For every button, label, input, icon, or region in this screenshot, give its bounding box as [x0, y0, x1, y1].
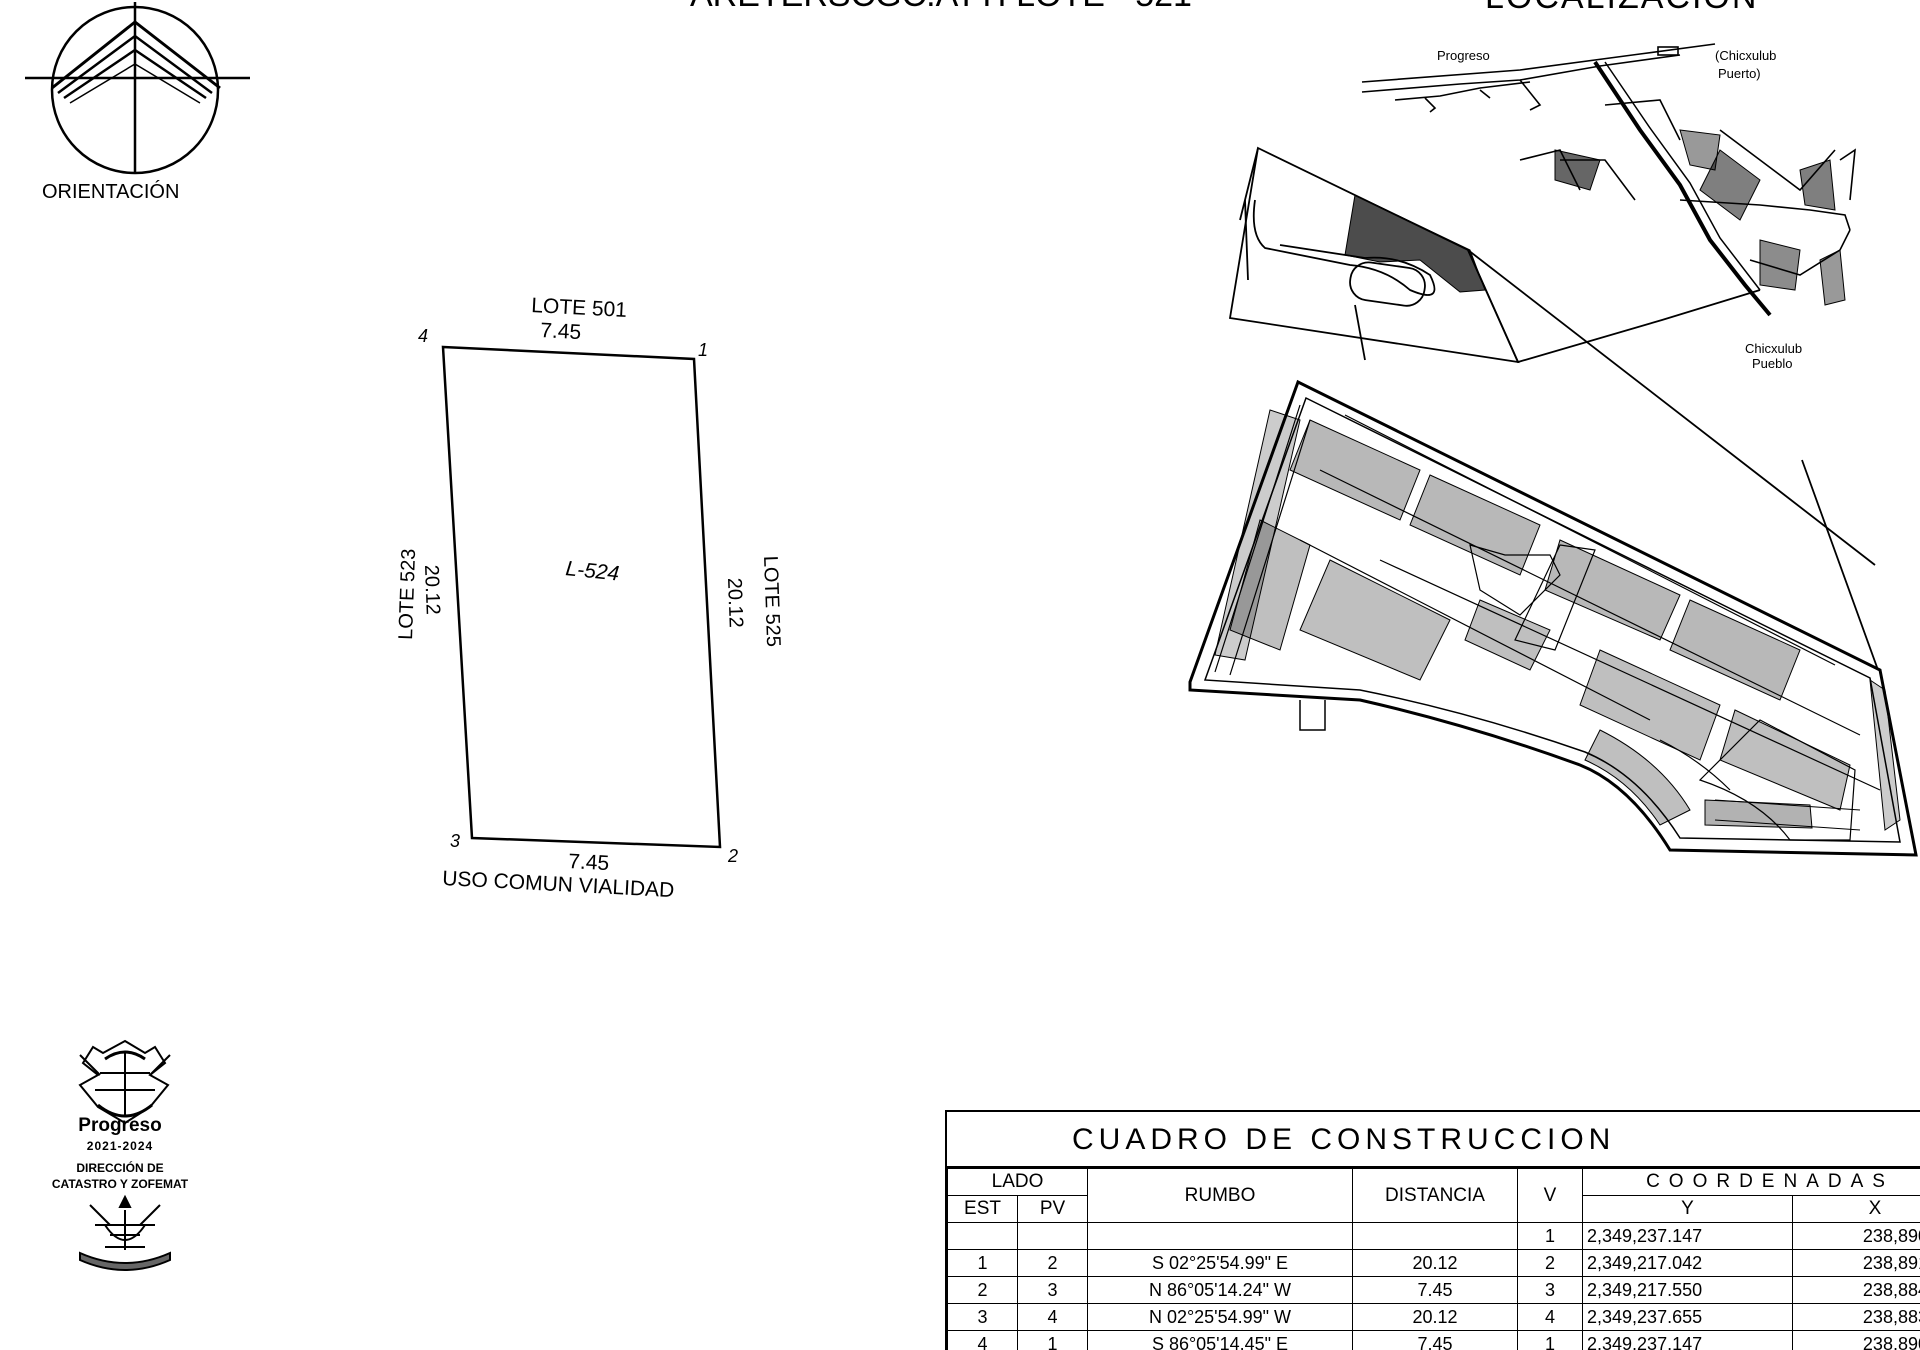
table-row: 2 3 N 86°05'14.24" W 7.45 3 2,349,217.55…	[947, 1276, 1920, 1304]
cell-y: 2,349,217.042	[1582, 1249, 1793, 1277]
cell-distancia: 7.45	[1352, 1276, 1518, 1304]
cell-x: 238,891.70	[1791, 1249, 1920, 1277]
cell-pv	[1017, 1222, 1088, 1250]
subdivision-plan	[1188, 379, 1918, 857]
lot-label: L-524	[564, 557, 620, 585]
seal-years: 2021-2024	[86, 1139, 154, 1153]
table-row: 1 2 S 02°25'54.99" E 20.12 2 2,349,217.0…	[947, 1249, 1920, 1277]
drawing-title: ARETERSCGC.ATTI LOTE - 521	[690, 0, 1192, 14]
cell-x: 238,890.85	[1791, 1330, 1920, 1350]
header-distancia: DISTANCIA	[1352, 1168, 1518, 1223]
header-y: Y	[1582, 1195, 1793, 1223]
parcel-hatch-area	[1344, 194, 1486, 293]
subdivision-lot-blocks	[1214, 409, 1901, 831]
north-arrow-icon	[25, 2, 250, 175]
vertex-1-label: 1	[698, 340, 708, 360]
cell-distancia: 7.45	[1352, 1330, 1518, 1350]
cell-y: 2,349,217.550	[1582, 1276, 1793, 1304]
orientation-label: ORIENTACIÓN	[42, 180, 179, 203]
table-row: 1 2,349,237.147 238,890.85	[947, 1222, 1920, 1250]
map-label-chicxulub-pueblo-2: Pueblo	[1752, 356, 1792, 371]
header-lado: LADO	[947, 1168, 1088, 1196]
construction-table-grid: LADO RUMBO DISTANCIA V COORDENADAS EST P…	[947, 1168, 1920, 1350]
cell-rumbo: N 86°05'14.24" W	[1087, 1276, 1353, 1304]
cell-rumbo	[1087, 1222, 1353, 1250]
header-x: X	[1791, 1195, 1920, 1223]
bottom-neighbor-label: USO COMUN VIALIDAD	[442, 867, 675, 902]
vertex-4-label: 4	[418, 326, 428, 346]
cell-v: 2	[1517, 1249, 1583, 1277]
header-est: EST	[947, 1195, 1018, 1223]
top-neighbor-label: LOTE 501	[531, 294, 628, 322]
header-v: V	[1517, 1168, 1583, 1223]
construction-table-title: CUADRO DE CONSTRUCCION	[947, 1112, 1920, 1168]
cell-v: 3	[1517, 1276, 1583, 1304]
cell-y: 2,349,237.147	[1582, 1330, 1793, 1350]
map-connector-lines	[1467, 249, 1879, 671]
map-label-progreso: Progreso	[1437, 48, 1490, 63]
cell-distancia: 20.12	[1352, 1303, 1518, 1331]
cell-v: 1	[1517, 1222, 1583, 1250]
regional-urban-blocks	[1554, 129, 1846, 306]
cell-x: 238,884.27	[1791, 1276, 1920, 1304]
cell-pv: 4	[1017, 1303, 1088, 1331]
cell-rumbo: N 02°25'54.99" W	[1087, 1303, 1353, 1331]
map-label-chicxulub-pueblo-1: Chicxulub	[1745, 341, 1802, 356]
location-title: LOCALIZACION	[1485, 0, 1758, 16]
municipal-shield-icon	[78, 1039, 171, 1271]
cell-y: 2,349,237.147	[1582, 1222, 1793, 1250]
cell-x: 238,890.85	[1791, 1222, 1920, 1250]
left-dimension: 20.12	[420, 564, 444, 615]
seal-dept-line2: CATASTRO Y ZOFEMAT	[51, 1177, 189, 1191]
cell-est: 2	[947, 1276, 1018, 1304]
cell-est	[947, 1222, 1018, 1250]
map-label-chicxulub-puerto-1: (Chicxulub	[1715, 48, 1776, 63]
cell-v: 4	[1517, 1303, 1583, 1331]
cell-rumbo: S 02°25'54.99" E	[1087, 1249, 1353, 1277]
table-row: 3 4 N 02°25'54.99" W 20.12 4 2,349,237.6…	[947, 1303, 1920, 1331]
header-coordenadas: COORDENADAS	[1581, 1168, 1920, 1196]
cell-y: 2,349,237.655	[1582, 1303, 1793, 1331]
construction-table: CUADRO DE CONSTRUCCION LADO RUMBO DISTAN…	[945, 1110, 1920, 1350]
cell-pv: 2	[1017, 1249, 1088, 1277]
cell-pv: 1	[1017, 1330, 1088, 1350]
header-pv: PV	[1017, 1195, 1088, 1223]
seal-dept-line1: DIRECCIÓN DE	[76, 1161, 164, 1175]
cell-distancia	[1352, 1222, 1518, 1250]
municipal-seal: Progreso 2021-2024 DIRECCIÓN DE CATASTRO…	[0, 1035, 240, 1305]
lot-outline	[441, 345, 722, 849]
header-rumbo: RUMBO	[1087, 1168, 1353, 1223]
cell-est: 1	[947, 1249, 1018, 1277]
regional-road-map	[1361, 43, 1856, 317]
seal-city: Progreso	[78, 1115, 162, 1136]
left-neighbor-label: LOTE 523	[395, 548, 420, 640]
cell-v: 1	[1517, 1330, 1583, 1350]
cell-rumbo: S 86°05'14.45" E	[1087, 1330, 1353, 1350]
vertex-3-label: 3	[450, 831, 460, 851]
parcel-inset-map	[1228, 146, 1761, 364]
cell-est: 4	[947, 1330, 1018, 1350]
map-label-chicxulub-puerto-2: Puerto)	[1718, 66, 1761, 81]
cell-pv: 3	[1017, 1276, 1088, 1304]
cell-x: 238,883.42	[1791, 1303, 1920, 1331]
top-dimension: 7.45	[540, 319, 582, 344]
right-dimension: 20.12	[723, 577, 747, 628]
right-neighbor-label: LOTE 525	[759, 555, 784, 647]
cell-distancia: 20.12	[1352, 1249, 1518, 1277]
bottom-dimension: 7.45	[568, 850, 610, 875]
cell-est: 3	[947, 1303, 1018, 1331]
vertex-2-label: 2	[727, 846, 738, 866]
table-row: 4 1 S 86°05'14.45" E 7.45 1 2,349,237.14…	[947, 1330, 1920, 1350]
